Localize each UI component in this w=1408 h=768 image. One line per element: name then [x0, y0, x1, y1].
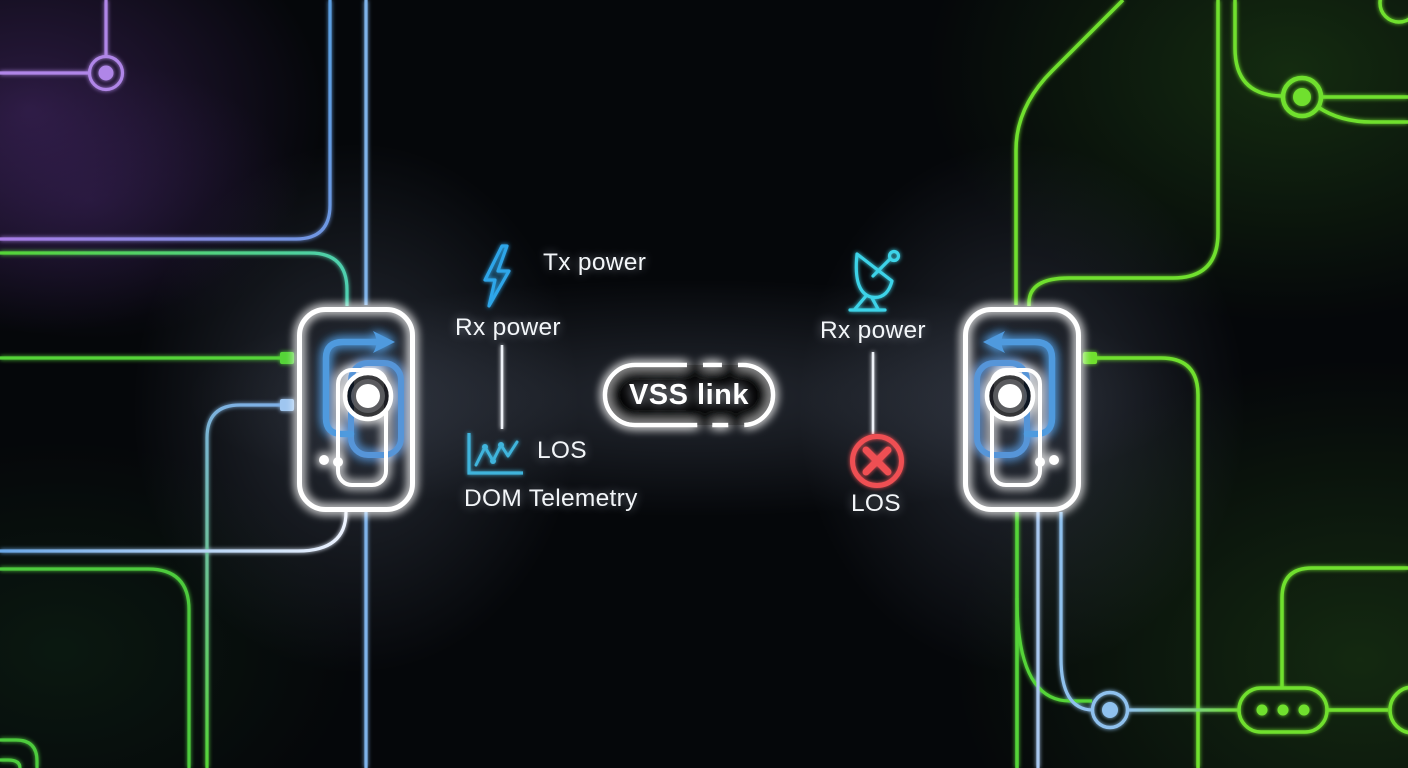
- left-transceiver: [297, 307, 415, 512]
- rx-power-left-label: Rx power: [455, 314, 561, 341]
- arrow-right-icon: [373, 331, 395, 353]
- measurement-ticks: [500, 345, 875, 434]
- lightning-bolt-icon: [483, 244, 511, 308]
- trace-node-blue: [1090, 690, 1130, 730]
- error-x-icon: [850, 434, 904, 488]
- los-right-label: LOS: [851, 490, 901, 517]
- los-left-label: LOS: [537, 437, 587, 464]
- line-chart-icon: [467, 433, 523, 475]
- arrow-left-icon: [983, 331, 1005, 353]
- right-transceiver: [963, 307, 1081, 512]
- trace-node-purple: [87, 54, 125, 92]
- vss-link-pill: [602, 362, 776, 428]
- vss-link-label: VSS link: [628, 378, 750, 411]
- tx-power-label: Tx power: [543, 249, 647, 276]
- satellite-dish-icon: [848, 249, 901, 312]
- rx-power-right-label: Rx power: [820, 317, 926, 344]
- trace-node-green: [1280, 75, 1324, 119]
- dom-telemetry-label: DOM Telemetry: [464, 485, 638, 512]
- connector-tab: [280, 399, 294, 411]
- connector-tab: [280, 352, 294, 364]
